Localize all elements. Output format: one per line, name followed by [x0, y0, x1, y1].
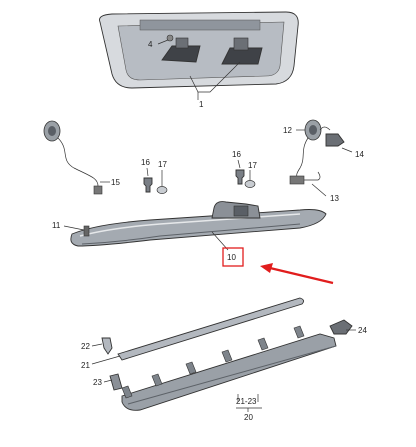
lamp-holder-left: [161, 45, 201, 63]
tailgate-panel-group: [99, 11, 299, 89]
callout-4: 4: [148, 40, 153, 49]
callout-14: 14: [355, 150, 364, 159]
fasteners-16-17: [143, 169, 256, 194]
wire-left: [57, 137, 99, 187]
callout-13: 13: [330, 194, 339, 203]
callout-16-left: 16: [141, 158, 150, 167]
trim-strip-10: [70, 209, 327, 247]
washer-17-left: [156, 186, 168, 194]
callout-11: 11: [52, 221, 61, 230]
plug-14: [325, 133, 345, 147]
callout-20: 20: [244, 413, 253, 422]
callout-16-right: 16: [232, 150, 241, 159]
pin-11: [83, 225, 90, 237]
callout-17-right: 17: [248, 161, 257, 170]
callout-23: 23: [93, 378, 102, 387]
trim-strip-10-shadow: [81, 223, 301, 245]
clip-23: [109, 373, 123, 391]
callout-17-left: 17: [158, 160, 167, 169]
washer-17-right: [244, 180, 256, 188]
grommet-right-inner: [309, 125, 317, 135]
tailgate-panel-inner: [117, 21, 285, 81]
clip-22: [101, 337, 113, 355]
tailgate-recess: [139, 19, 261, 31]
lamp-holder-right: [221, 47, 263, 65]
grommet-left-inner: [48, 126, 56, 136]
clip-mounts: [121, 325, 305, 399]
screw-16-right: [235, 169, 245, 185]
lamp-holder-right-socket: [233, 37, 249, 51]
connector-right-tail: [304, 171, 321, 181]
callout-21-23: 21-23: [236, 397, 257, 406]
plug-14-wire: [319, 126, 331, 131]
callout-15: 15: [111, 178, 120, 187]
screw-16-left: [143, 177, 153, 193]
lamp-holder-left-socket: [175, 37, 189, 49]
mount-bracket-lamp: [233, 205, 249, 217]
wire-right: [296, 137, 309, 179]
connector-left: [93, 185, 103, 195]
seal-strip-21: [117, 297, 305, 361]
highlight-box-10: [222, 247, 244, 267]
callout-12: 12: [283, 126, 292, 135]
trim-strip-10-group: [70, 201, 327, 247]
bottom-assembly-group: [101, 297, 353, 411]
screw-4: [166, 34, 174, 42]
wire-harness-13-group: [289, 119, 345, 185]
carrier-rail-lower: [127, 345, 337, 405]
connector-right: [289, 175, 305, 185]
callout-22: 22: [81, 342, 90, 351]
callout-10: 10: [227, 253, 236, 262]
callout-1: 1: [199, 100, 204, 109]
plug-24: [329, 319, 353, 335]
highlight-arrow: [260, 263, 334, 285]
callout-21: 21: [81, 361, 90, 370]
wire-harness-15-group: [43, 120, 103, 195]
callout-24: 24: [358, 326, 367, 335]
